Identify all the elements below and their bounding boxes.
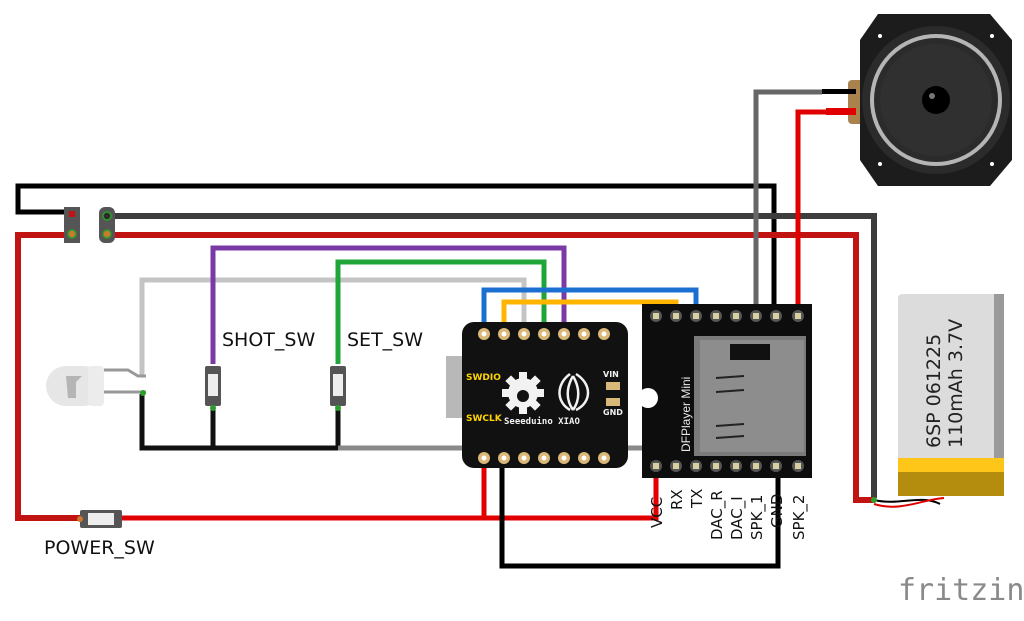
jst-connector-left[interactable]: [64, 207, 80, 243]
set-switch[interactable]: [330, 366, 346, 411]
pin-label-gnd: GND: [768, 494, 786, 528]
wire-darkred-battery-pos[interactable]: [106, 232, 874, 503]
wire-black-switch-gnd[interactable]: [139, 394, 341, 451]
dfplayer-pin-labels: VCC RX TX DAC_R DAC_I SPK_1 GND SPK_2: [648, 489, 809, 540]
wire-lightgray-led[interactable]: [139, 277, 527, 376]
fritzing-watermark: fritzing: [898, 573, 1024, 608]
gear-icon: [502, 372, 544, 414]
speaker[interactable]: [822, 14, 1012, 186]
power-switch[interactable]: [77, 510, 122, 528]
lipo-battery[interactable]: 6SP 061225 110mAh 3.7V: [871, 294, 1004, 508]
xiao-brand: Seeeduino XIAO: [504, 416, 580, 427]
pin-label-tx: TX: [688, 489, 706, 509]
wire-darkgray-battery-neg[interactable]: [106, 213, 877, 498]
pin-label-dac-i: DAC_I: [728, 496, 747, 540]
label-set-sw: SET_SW: [347, 329, 423, 351]
jst-connector-right[interactable]: [99, 207, 115, 243]
dfplayer-name: DFPlayer Mini: [679, 377, 693, 452]
xiao-label-gnd: GND: [603, 408, 623, 417]
battery-line1: 6SP 061225: [923, 334, 945, 448]
battery-line2: 110mAh 3.7V: [945, 319, 967, 448]
shot-switch[interactable]: [205, 366, 221, 411]
xiao-label-swclk: SWCLK: [466, 414, 503, 424]
seeeduino-xiao[interactable]: SWDIO SWCLK Seeeduino XIAO VIN GND: [446, 322, 628, 468]
pin-label-rx: RX: [668, 489, 686, 510]
wire-green-set-sw[interactable]: [335, 259, 547, 364]
wire-darkred-to-power-sw[interactable]: [15, 232, 80, 521]
label-power-sw: POWER_SW: [44, 537, 155, 559]
wire-red-power-vcc[interactable]: [122, 460, 659, 521]
xiao-label-swdio: SWDIO: [466, 373, 501, 383]
wire-black-gnd[interactable]: [499, 458, 781, 569]
wire-black-top-loop[interactable]: [15, 183, 777, 308]
seeed-logo-icon: [558, 372, 590, 412]
xiao-label-vin: VIN: [603, 370, 619, 379]
pin-label-spk-2: SPK_2: [790, 495, 809, 540]
dfplayer-mini[interactable]: DFPlayer Mini: [638, 304, 812, 478]
led[interactable]: [46, 366, 146, 406]
label-shot-sw: SHOT_SW: [222, 329, 315, 351]
wire-gray-speaker[interactable]: [753, 89, 822, 308]
pin-label-vcc: VCC: [648, 497, 666, 528]
pin-label-spk-1: SPK_1: [748, 495, 767, 540]
pin-label-dac-r: DAC_R: [708, 490, 727, 540]
